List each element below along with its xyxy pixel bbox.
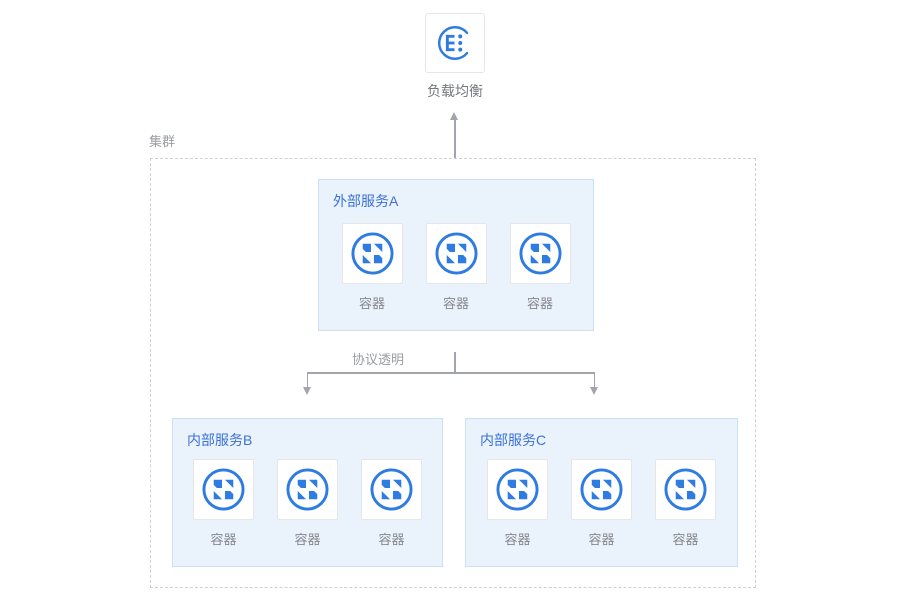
container-icon	[495, 467, 540, 512]
service-box-internal-b: 内部服务B 容器 容器 容器	[172, 418, 443, 567]
arrow-down-left-icon	[302, 387, 311, 395]
container-row: 容器 容器 容器	[319, 223, 593, 312]
container-icon	[518, 231, 563, 276]
container-tile	[509, 223, 571, 284]
container-node: 容器	[509, 223, 571, 312]
connector-left-line	[306, 372, 308, 388]
connector-label: 协议透明	[351, 352, 404, 367]
container-node: 容器	[425, 223, 487, 312]
load-balancer-label: 负载均衡	[427, 83, 483, 99]
container-icon	[663, 467, 708, 512]
container-label: 容器	[294, 532, 321, 547]
container-node: 容器	[193, 459, 254, 548]
container-node: 容器	[361, 459, 422, 548]
load-balancer-icon	[434, 22, 476, 64]
container-tile	[361, 459, 422, 520]
load-balancer-node	[425, 13, 485, 73]
service-box-internal-c: 内部服务C 容器 容器 容器	[465, 418, 738, 567]
service-title: 外部服务A	[333, 193, 399, 209]
connector-horizontal-line	[306, 372, 595, 374]
container-label: 容器	[672, 532, 699, 547]
connector-right-line	[593, 372, 595, 388]
cluster-label: 集群	[149, 134, 176, 149]
cluster-boundary	[150, 158, 756, 588]
container-label: 容器	[378, 532, 405, 547]
container-tile	[655, 459, 716, 520]
container-tile	[193, 459, 254, 520]
container-label: 容器	[210, 532, 237, 547]
service-box-external-a: 外部服务A 容器 容器 容器	[318, 179, 594, 331]
container-tile	[571, 459, 632, 520]
container-node: 容器	[655, 459, 716, 548]
container-icon	[350, 231, 395, 276]
arrow-up-icon	[450, 112, 458, 120]
container-tile	[425, 223, 487, 284]
service-title: 内部服务C	[480, 432, 547, 448]
service-title: 内部服务B	[187, 432, 253, 448]
container-icon	[579, 467, 624, 512]
container-label: 容器	[526, 296, 553, 311]
container-label: 容器	[588, 532, 615, 547]
connector-stub-line	[454, 352, 456, 373]
container-tile	[487, 459, 548, 520]
container-tile	[341, 223, 403, 284]
container-icon	[201, 467, 246, 512]
container-node: 容器	[341, 223, 403, 312]
container-icon	[369, 467, 414, 512]
arrow-down-right-icon	[589, 387, 598, 395]
container-label: 容器	[504, 532, 531, 547]
container-node: 容器	[277, 459, 338, 548]
container-label: 容器	[358, 296, 385, 311]
container-row: 容器 容器 容器	[173, 459, 442, 548]
container-icon	[285, 467, 330, 512]
container-node: 容器	[487, 459, 548, 548]
container-row: 容器 容器 容器	[466, 459, 737, 548]
container-label: 容器	[442, 296, 469, 311]
connector-up-line	[454, 120, 456, 158]
container-icon	[434, 231, 479, 276]
container-node: 容器	[571, 459, 632, 548]
container-tile	[277, 459, 338, 520]
